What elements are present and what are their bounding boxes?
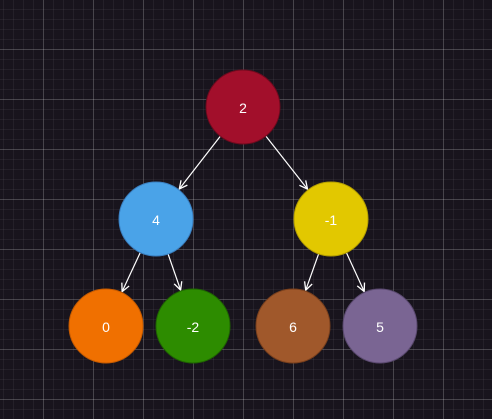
tree-node-right-left[interactable]: 6 bbox=[255, 288, 331, 364]
tree-node-left[interactable]: 4 bbox=[118, 181, 194, 257]
node-label-right-left: 6 bbox=[289, 319, 297, 335]
node-label-root: 2 bbox=[239, 100, 247, 116]
edge-arrow-left-to-left-left bbox=[122, 252, 141, 292]
tree-node-right-right[interactable]: 5 bbox=[342, 288, 418, 364]
edge-arrow-root-to-right bbox=[265, 135, 308, 189]
edge-arrow-left-to-left-right bbox=[167, 253, 181, 290]
node-label-left: 4 bbox=[152, 212, 160, 228]
tree-node-root[interactable]: 2 bbox=[205, 69, 281, 145]
node-label-left-left: 0 bbox=[102, 319, 110, 335]
node-label-left-right: -2 bbox=[187, 319, 200, 335]
tree-node-right[interactable]: -1 bbox=[293, 181, 369, 257]
node-circle-right-left[interactable] bbox=[255, 288, 331, 364]
edges-layer bbox=[122, 135, 364, 292]
nodes-layer: 2 4 -1 0 -2 6 5 bbox=[68, 69, 418, 364]
node-label-right: -1 bbox=[325, 212, 338, 228]
node-circle-root[interactable] bbox=[205, 69, 281, 145]
edge-arrow-right-to-right-left bbox=[306, 253, 320, 290]
node-circle-right-right[interactable] bbox=[342, 288, 418, 364]
edge-arrow-root-to-left bbox=[179, 135, 221, 189]
node-circle-left[interactable] bbox=[118, 181, 194, 257]
edge-arrow-right-to-right-right bbox=[345, 252, 364, 292]
node-circle-right[interactable] bbox=[293, 181, 369, 257]
node-circle-left-right[interactable] bbox=[155, 288, 231, 364]
node-circle-left-left[interactable] bbox=[68, 288, 144, 364]
tree-node-left-right[interactable]: -2 bbox=[155, 288, 231, 364]
tree-node-left-left[interactable]: 0 bbox=[68, 288, 144, 364]
node-label-right-right: 5 bbox=[376, 319, 384, 335]
